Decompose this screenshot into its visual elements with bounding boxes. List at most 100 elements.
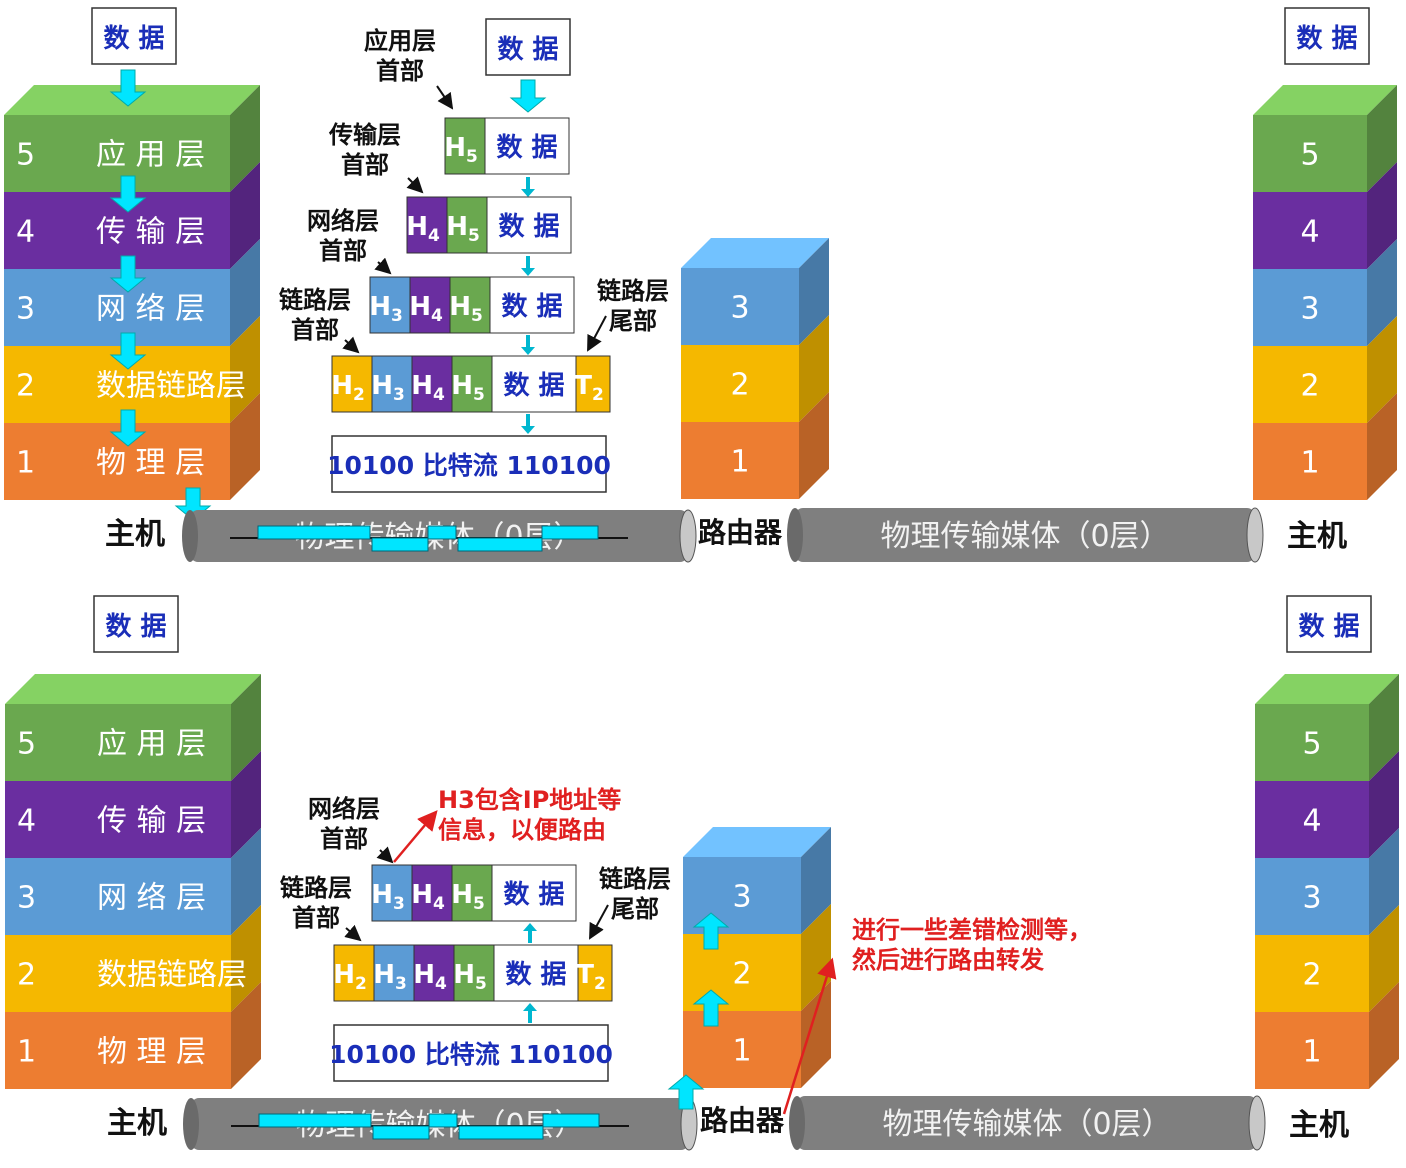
red-pointer-arrow <box>393 810 438 863</box>
layer-number: 4 <box>1300 215 1319 250</box>
data-label: 数 据 <box>105 612 166 642</box>
payload-label: 数 据 <box>505 960 566 990</box>
layer-side <box>230 239 260 346</box>
header-subscript: 3 <box>391 306 403 326</box>
link-header-note: 首部 <box>291 316 339 344</box>
small-arrow-head <box>521 268 535 276</box>
layer-side <box>230 85 260 192</box>
layer-number: 1 <box>732 1034 751 1069</box>
layer-front <box>5 704 231 781</box>
layer-number: 5 <box>17 727 36 762</box>
layer-front <box>1253 346 1367 423</box>
layer-number: 3 <box>1300 292 1319 327</box>
header-cell <box>577 944 613 1002</box>
payload-cell <box>493 944 579 1002</box>
bottom-link-header-note: 首部 <box>292 904 340 932</box>
bottom-net-header-note: 网络层 <box>308 795 380 823</box>
header-subscript: 4 <box>433 894 445 914</box>
header-subscript: 3 <box>395 974 407 994</box>
pointer-arrow <box>374 257 392 275</box>
top-router-stack: 321 <box>681 238 829 499</box>
signal-pulse <box>372 1125 430 1140</box>
stack-top-face <box>681 238 829 268</box>
top-left-medium-pipe: 物理传输媒体（0层） <box>182 509 697 563</box>
signal-pulse <box>542 1113 600 1128</box>
layer-name: 应 用 层 <box>97 727 206 762</box>
header-label: H3 <box>371 880 405 914</box>
layer-front <box>1255 858 1369 935</box>
top-right-medium-pipe: 物理传输媒体（0层） <box>787 507 1264 563</box>
payload-cell <box>484 117 570 175</box>
layer-number: 4 <box>17 804 36 839</box>
pointer-arrow <box>436 85 454 110</box>
pipe-start <box>787 508 803 562</box>
pointer-arrow <box>376 846 394 864</box>
top-left-down-arrow <box>109 409 147 447</box>
top-left-down-arrow <box>109 175 147 213</box>
bottom-right-medium-pipe: 物理传输媒体（0层） <box>789 1095 1266 1151</box>
router-up-arrow <box>692 912 730 950</box>
layer-front <box>1255 935 1369 1012</box>
pipe-start <box>789 1096 805 1150</box>
header-cell <box>451 864 493 922</box>
bottom-left-medium-pipe: 物理传输媒体（0层） <box>183 1097 698 1151</box>
header-subscript: 4 <box>435 974 447 994</box>
layer-front <box>683 1011 801 1088</box>
bottom-link-trailer-note: 尾部 <box>611 895 659 923</box>
pipe-end <box>679 509 697 563</box>
layer-number: 1 <box>16 446 35 481</box>
layer-number: 1 <box>730 445 749 480</box>
layer-front <box>5 1012 231 1089</box>
stack-top-face <box>5 674 261 704</box>
layer-side <box>231 828 261 935</box>
header-cell <box>369 276 411 334</box>
router-red-note: 然后进行路由转发 <box>852 946 1044 974</box>
bottom-left-data-box <box>93 595 179 653</box>
layer-number: 1 <box>1302 1035 1321 1070</box>
layer-number: 2 <box>17 958 36 993</box>
bottom-link-header-note: 链路层 <box>280 874 352 902</box>
header-cell <box>371 355 413 413</box>
header-cell <box>575 355 611 413</box>
header-subscript: 4 <box>433 385 445 405</box>
layer-number: 2 <box>16 369 35 404</box>
top-right-host-label: 主机 <box>1287 519 1347 554</box>
small-arrow-head <box>521 189 535 197</box>
top-left-data-box <box>91 7 177 65</box>
layer-number: 1 <box>17 1035 36 1070</box>
layer-side <box>1367 316 1397 423</box>
layer-name: 应 用 层 <box>96 138 205 173</box>
payload-label: 数 据 <box>498 212 559 242</box>
layer-front <box>1253 115 1367 192</box>
header-subscript: 5 <box>471 306 483 326</box>
layer-front <box>4 192 230 269</box>
app-header-note: 应用层 <box>364 27 436 55</box>
layer-front <box>1255 781 1369 858</box>
layer-side <box>1367 393 1397 500</box>
link-header-note: 链路层 <box>279 286 351 314</box>
header-cell <box>413 944 455 1002</box>
header-subscript: 2 <box>353 385 365 405</box>
layer-side <box>230 316 260 423</box>
layer-side <box>799 315 829 422</box>
layer-side <box>799 238 829 345</box>
bottom-link-trailer-note: 链路层 <box>599 865 671 893</box>
layer-side <box>1367 85 1397 192</box>
header-label: H4 <box>406 212 440 246</box>
top-right-data-box <box>1284 7 1370 65</box>
layer-side <box>230 162 260 269</box>
layer-name: 传 输 层 <box>97 804 206 839</box>
layer-name: 物 理 层 <box>97 1035 206 1070</box>
bottom-router-stack: 321 <box>683 827 831 1088</box>
payload-label: 数 据 <box>496 133 557 163</box>
payload-cell <box>491 864 577 922</box>
bottom-net-header-note: 首部 <box>320 825 368 853</box>
layer-front <box>1253 192 1367 269</box>
payload-cell <box>489 276 575 334</box>
layer-name: 网 络 层 <box>96 292 205 327</box>
